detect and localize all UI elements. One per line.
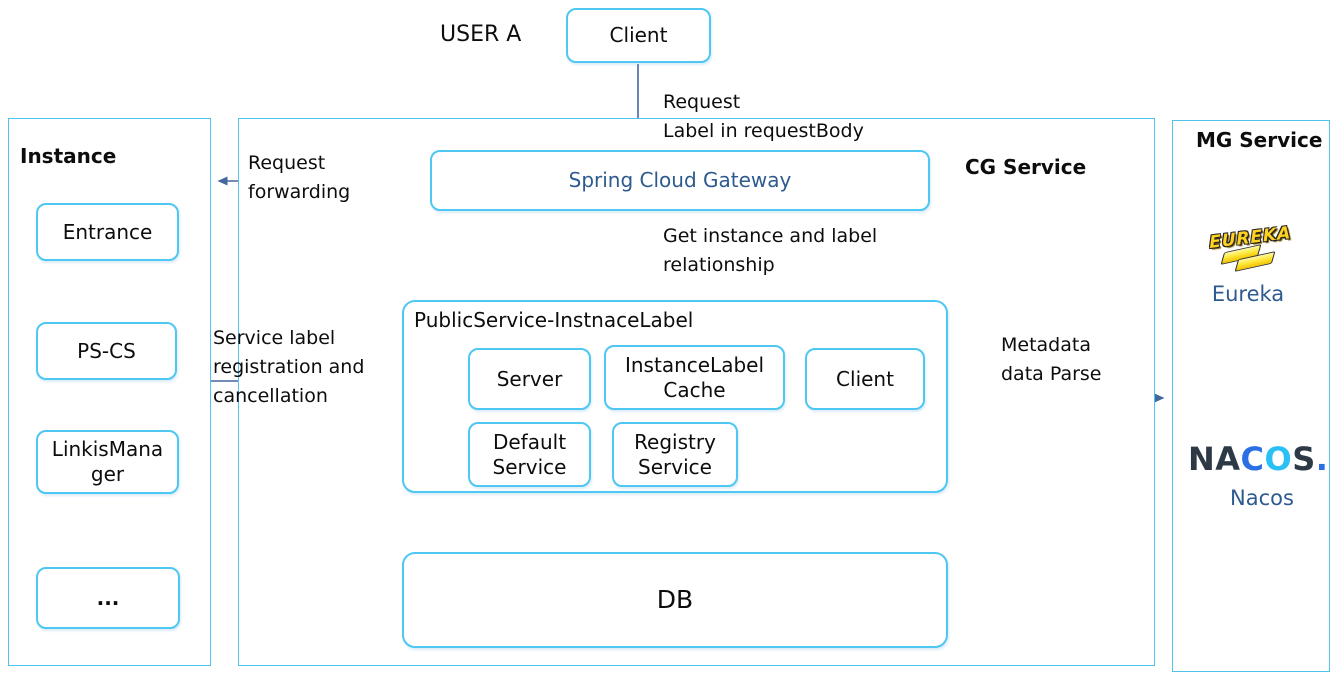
instance-item-entrance: Entrance: [36, 203, 179, 261]
eureka-label: Eureka: [1211, 282, 1285, 306]
spring-cloud-gateway-box: Spring Cloud Gateway: [430, 150, 930, 211]
metadata-parse-label: Metadata data Parse: [1001, 334, 1102, 385]
mg-service-title: MG Service: [1196, 128, 1323, 152]
eureka-logo: EUREKA: [1190, 223, 1310, 272]
nacos-dot: .: [1315, 440, 1329, 478]
db-box: DB: [402, 552, 948, 648]
instance-item-ps-cs: PS-CS: [36, 322, 177, 380]
nacos-label: Nacos: [1230, 486, 1294, 510]
mg-service-panel: [1172, 120, 1330, 672]
user-a-label: USER A: [440, 22, 522, 47]
instance-panel-title: Instance: [20, 144, 117, 168]
request-forwarding-label: Request forwarding: [248, 152, 351, 203]
client-top-box: Client: [566, 8, 711, 63]
service-label-registration-label: Service label registration and cancellat…: [213, 327, 365, 407]
client-inner-box: Client: [805, 348, 925, 410]
publicservice-instancelabel-title: PublicService-InstnaceLabel: [414, 308, 694, 332]
request-label: Request Label in requestBody: [663, 91, 864, 142]
instance-item-more: ...: [36, 567, 180, 629]
nacos-letters-na: NA: [1188, 440, 1241, 478]
server-box: Server: [468, 348, 591, 410]
instancelabel-cache-box: InstanceLabel Cache: [604, 345, 785, 410]
gold-bars-icon: [1190, 244, 1310, 272]
nacos-letter-c: C: [1240, 440, 1265, 478]
cg-service-title: CG Service: [965, 155, 1087, 179]
instance-item-linkismanager: LinkisMana ger: [36, 430, 179, 494]
nacos-letter-s: S: [1292, 440, 1316, 478]
nacos-logo: NACOS.: [1188, 440, 1328, 478]
default-service-box: Default Service: [468, 422, 591, 487]
get-instance-label: Get instance and label relationship: [663, 225, 878, 276]
nacos-letter-o: O: [1264, 440, 1293, 478]
registry-service-box: Registry Service: [612, 422, 738, 487]
